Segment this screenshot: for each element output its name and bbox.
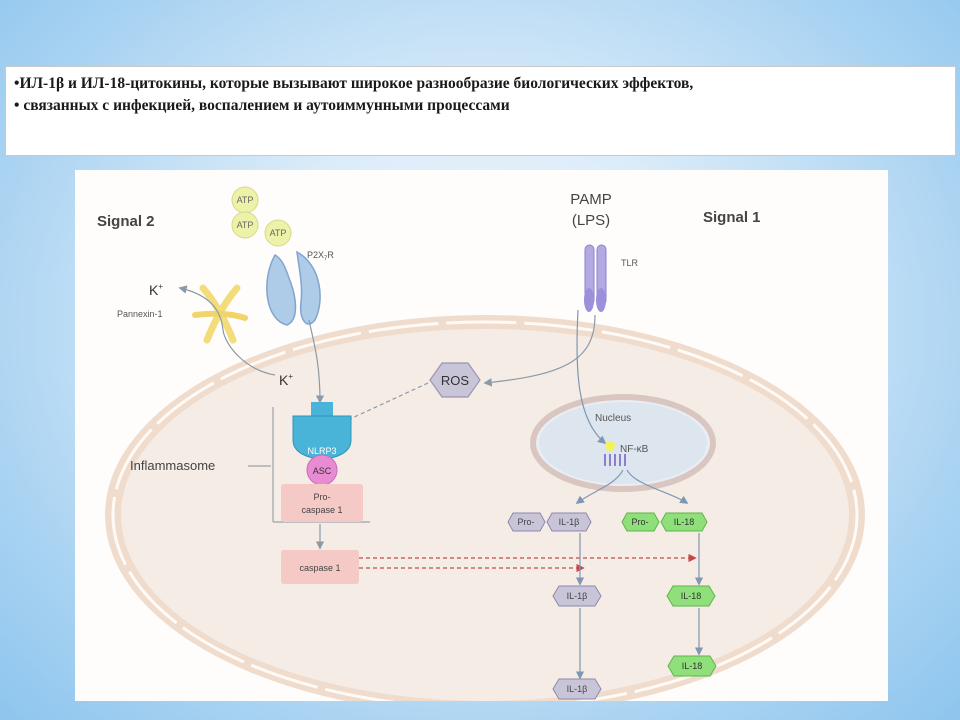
- nfkb-label: NF-κB: [620, 444, 649, 455]
- caspase1-label: caspase 1: [299, 563, 340, 573]
- ros-to-nlrp3-arrow: [335, 382, 429, 426]
- inflammasome-diagram: Nucleus Inflammasome Signal 2 Signal 1 A…: [75, 170, 888, 701]
- pro-il1b-pro: Pro-: [517, 517, 534, 527]
- ros-label: ROS: [441, 373, 470, 388]
- il18-out-label: IL-18: [682, 661, 703, 671]
- il18-out-box: [667, 655, 717, 677]
- p2x7r-label: P2X7R: [307, 250, 334, 262]
- pannexin-label: Pannexin-1: [117, 309, 163, 319]
- ros-hexagon: [429, 362, 481, 398]
- tlr-to-nfkb-arrow: [576, 309, 607, 445]
- il1b-mid-box: [552, 585, 602, 607]
- tlr-receptor: [584, 244, 607, 312]
- atp-2: ATP: [237, 220, 254, 230]
- cell-membrane: [105, 315, 865, 701]
- k-efflux-arrow: [178, 285, 276, 376]
- atp-molecules: ATP ATP ATP: [231, 186, 292, 247]
- il18-mid-label: IL-18: [681, 591, 702, 601]
- asc-label: ASC: [313, 466, 332, 476]
- bullet-1-text: ИЛ-1β и ИЛ-18-цитокины, которые вызывают…: [19, 75, 694, 92]
- k-plus-mid: K+: [279, 372, 293, 388]
- nfkb-to-pro-il1b-arrow: [575, 469, 624, 504]
- lps-label: (LPS): [572, 212, 610, 229]
- procaspase-label-2: caspase 1: [301, 505, 342, 515]
- procaspase-label-1: Pro-: [313, 492, 330, 502]
- atp-3: ATP: [270, 228, 287, 238]
- nlrp3-label: NLRP3: [307, 446, 336, 456]
- nucleus-label: Nucleus: [595, 413, 631, 424]
- nlrp3-complex: [281, 402, 363, 522]
- atp-1: ATP: [237, 195, 254, 205]
- il1b-out-label: IL-1β: [567, 684, 588, 694]
- il18-mid-box: [666, 585, 716, 607]
- il1b-mid-label: IL-1β: [567, 591, 588, 601]
- tlr-to-ros-arrow: [483, 314, 596, 387]
- pro-il18-pro: Pro-: [631, 517, 648, 527]
- p2x7r-receptor: [266, 250, 321, 326]
- pro-il18-label: IL-18: [674, 517, 695, 527]
- pamp-label: PAMP: [570, 191, 611, 208]
- signal-2-label: Signal 2: [97, 213, 155, 230]
- nfkb-complex: [604, 441, 626, 466]
- caspase1-box: [281, 550, 359, 584]
- nucleus: [530, 394, 716, 492]
- nfkb-to-pro-il18-arrow: [626, 469, 689, 504]
- bullet-2: • связанных с инфекцией, воспалением и а…: [14, 97, 510, 114]
- tlr-label: TLR: [621, 258, 639, 268]
- pro-il1b-group: [507, 512, 592, 532]
- il1b-out-box: [552, 678, 602, 700]
- pro-il1b-label: IL-1β: [559, 517, 580, 527]
- k-plus-top: K+: [149, 282, 163, 298]
- inflammasome-label: Inflammasome: [130, 458, 215, 473]
- signal-1-label: Signal 1: [703, 209, 761, 226]
- text-block: •ИЛ-1β и ИЛ-18-цитокины, которые вызываю…: [5, 66, 956, 156]
- p2x7r-to-nlrp3-arrow: [308, 319, 325, 404]
- bullet-2-text: связанных с инфекцией, воспалением и аут…: [23, 97, 510, 114]
- pannexin-channel: [192, 284, 248, 344]
- pro-il18-group: [621, 512, 708, 532]
- bullet-1: •ИЛ-1β и ИЛ-18-цитокины, которые вызываю…: [14, 75, 694, 92]
